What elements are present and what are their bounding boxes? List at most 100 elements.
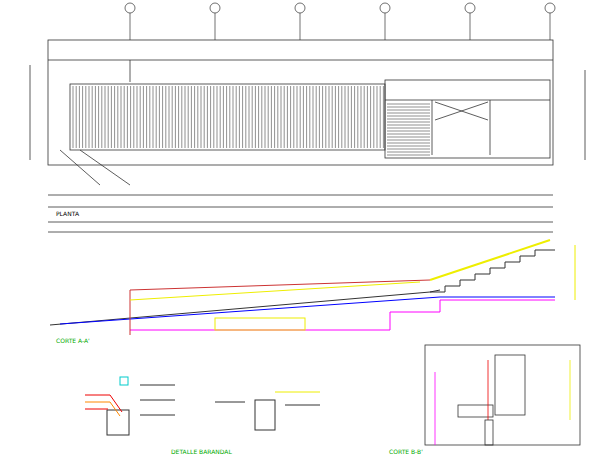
dimension-line (575, 245, 576, 300)
hatch-line (89, 86, 90, 148)
grid-bubble (295, 3, 305, 13)
handrail (430, 240, 550, 280)
hatch-line (149, 86, 150, 148)
hatch-line (335, 86, 336, 148)
hatch-line (341, 86, 342, 148)
wall-line (435, 372, 436, 445)
grid-axes (125, 3, 555, 40)
hatch-line (95, 86, 96, 148)
note-line (275, 392, 320, 393)
hatch-line (226, 86, 227, 148)
hatch-line (373, 86, 374, 148)
stair-profile (430, 250, 555, 292)
hatch-line (377, 86, 378, 148)
ramp-outline (70, 84, 385, 150)
stair-tread (387, 110, 430, 111)
hatch-line (133, 86, 134, 148)
detail-line (85, 402, 120, 416)
grid-line (300, 13, 301, 40)
hatch-line (332, 86, 333, 148)
hatch-line (121, 86, 122, 148)
wall-line (48, 60, 553, 61)
hatch-line (293, 86, 294, 148)
hatch-line (101, 86, 102, 148)
hatch-line (92, 86, 93, 148)
stair-tread (387, 116, 430, 117)
hatch-line (316, 86, 317, 148)
hatch-line (140, 86, 141, 148)
hatch-line (114, 86, 115, 148)
detail-railing (85, 377, 320, 435)
hatch-line (322, 86, 323, 148)
dimension-line (48, 232, 553, 233)
stair-tread (387, 128, 430, 129)
hatch-line (143, 86, 144, 148)
hatch-line (290, 86, 291, 148)
stair-tread (387, 134, 430, 135)
hatch-line (197, 86, 198, 148)
rail-line (488, 360, 489, 420)
stair-tread (387, 140, 430, 141)
ramp-line (50, 290, 440, 325)
grid-bubble (125, 3, 135, 13)
hatch-line (249, 86, 250, 148)
hatch-line (239, 86, 240, 148)
dimension-line (48, 222, 553, 223)
hatch-line (165, 86, 166, 148)
detail-line (85, 409, 108, 410)
hatch-line (213, 86, 214, 148)
grid-bubble (210, 3, 220, 13)
hatch-line (201, 86, 202, 148)
hatch-line (338, 86, 339, 148)
ramp-slab (60, 297, 555, 324)
hatch-line (277, 86, 278, 148)
section-b (425, 345, 580, 445)
hatch-line (261, 86, 262, 148)
hatch-line (309, 86, 310, 148)
hatch-line (105, 86, 106, 148)
handrail (130, 282, 420, 300)
hatch-line (345, 86, 346, 148)
hatch-line (364, 86, 365, 148)
section-frame (425, 345, 580, 445)
hatch-line (361, 86, 362, 148)
detail-block (255, 400, 275, 430)
hatch-line (300, 86, 301, 148)
hatch-line (319, 86, 320, 148)
hatch-line (162, 86, 163, 148)
stair-tread (387, 122, 430, 123)
hatch-line (354, 86, 355, 148)
hatch-line (348, 86, 349, 148)
hatch-line (194, 86, 195, 148)
section-title: CORTE A-A' (55, 338, 91, 345)
stair-block (495, 355, 525, 415)
note-line (140, 415, 175, 416)
hatch-line (82, 86, 83, 148)
hatch-line (306, 86, 307, 148)
stair-outline (385, 80, 550, 158)
hatch-line (111, 86, 112, 148)
hatch-line (85, 86, 86, 148)
hatch-line (76, 86, 77, 148)
dimension-line (48, 207, 553, 208)
dimension-line (570, 360, 571, 420)
hatch-line (175, 86, 176, 148)
hatch-line (284, 86, 285, 148)
hatch-line (79, 86, 80, 148)
grid-line (215, 13, 216, 40)
dimension-line (585, 70, 586, 160)
grid-bubble (380, 3, 390, 13)
stair-tread (387, 152, 430, 153)
grid-line (470, 13, 471, 40)
hatch-line (287, 86, 288, 148)
hatch-line (255, 86, 256, 148)
wall-line (130, 60, 131, 82)
hatch-line (207, 86, 208, 148)
stair-tread (387, 143, 430, 144)
hatch-line (274, 86, 275, 148)
ramp-hatch (73, 86, 430, 155)
stair-line (490, 100, 491, 155)
note-line (285, 405, 320, 406)
section-title: CORTE B-B' (388, 449, 424, 456)
hatch-line (117, 86, 118, 148)
